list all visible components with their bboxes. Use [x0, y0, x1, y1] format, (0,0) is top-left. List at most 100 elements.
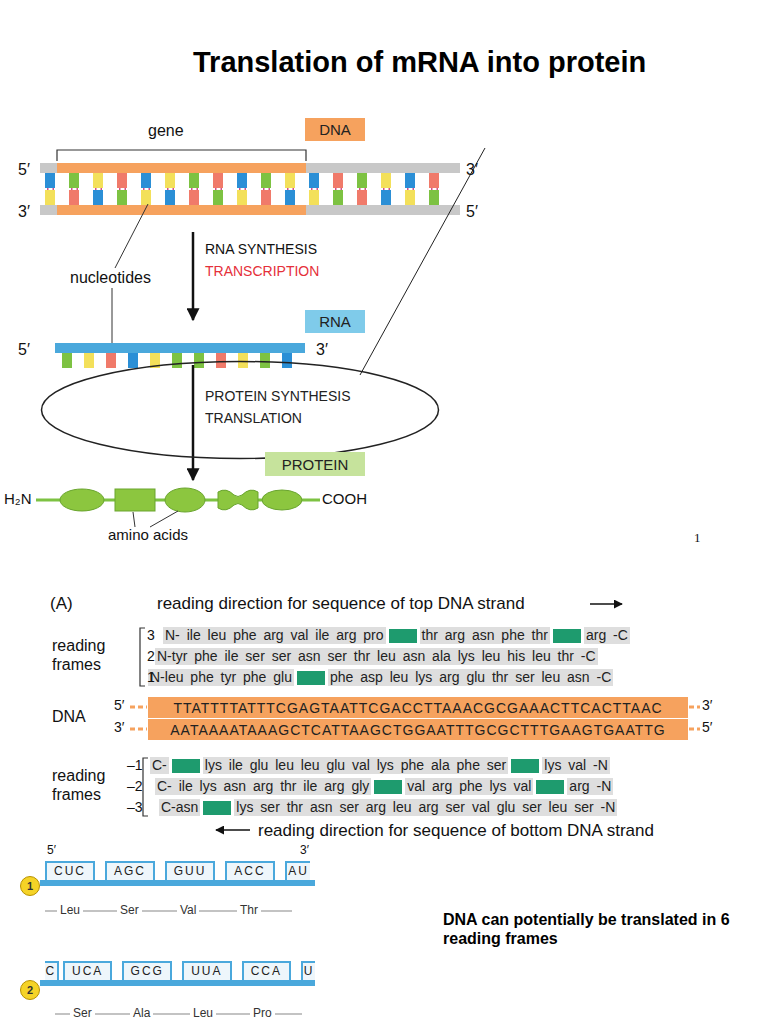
text-label: 5′ [114, 697, 124, 714]
amino-acid-sequence: lys val -N [542, 757, 610, 774]
text-label: gene [148, 121, 184, 140]
dna-base-pairs [45, 173, 55, 188]
stop-codon-box [297, 671, 325, 685]
dna-backbone [57, 163, 306, 173]
text-label: RNA SYNTHESIS [205, 241, 317, 258]
rna-strand [282, 353, 292, 368]
gene-bracket [57, 150, 306, 161]
text-label: Ser [70, 1006, 95, 1020]
codon-text: AU [285, 861, 310, 880]
protein-chain [60, 489, 104, 511]
text-label: 3′ [114, 719, 124, 736]
amino-acid-sequence: N- ile leu phe arg val ile arg pro [163, 627, 386, 644]
mrna-strand: CUCAGCGUUACCAU [40, 961, 315, 986]
amino-acid-sequence: val arg phe lys val [405, 778, 533, 795]
text-label: nucleotides [70, 268, 151, 287]
dna-band-extension [130, 706, 147, 709]
rna-strand [238, 353, 248, 368]
transcription-arrow [192, 232, 195, 320]
dna-base-pairs [117, 190, 127, 205]
rna-strand [194, 353, 204, 368]
dna-band-extension [130, 728, 147, 731]
dna-base-pairs [285, 190, 295, 205]
codon-text: AGC [105, 861, 155, 880]
dna-base-pairs [69, 173, 79, 188]
codon-text: GUU [165, 861, 215, 880]
text-label: H₂N [4, 490, 32, 508]
reading-frame-row: C-lys ile glu leu leu glu val lys phe al… [150, 757, 610, 774]
page-title: Translation of mRNA into protein [193, 46, 646, 79]
text-label: reading frames [52, 636, 114, 674]
dna-base-pairs [141, 173, 151, 188]
text-label: reading frames [52, 766, 114, 804]
text-label: reading direction for sequence of top DN… [157, 594, 525, 614]
dna-base-pairs [405, 190, 415, 205]
dna-base-pairs [381, 173, 391, 188]
text-label: –2 [127, 778, 143, 795]
dna-base-pairs [309, 190, 319, 205]
dna-base-pairs [45, 173, 440, 205]
dna-base-pairs [189, 190, 199, 205]
text-label: 5′ [18, 340, 30, 359]
leader-line [150, 511, 178, 527]
amino-acid-sequence: phe asp leu lys arg glu thr ser leu asn … [328, 669, 613, 686]
dna-base-pairs [117, 173, 127, 188]
frame-bracket [140, 628, 145, 686]
text-label: 5′ [47, 843, 56, 857]
text-label: Ser [117, 903, 142, 917]
dna-base-pairs [47, 188, 440, 190]
amino-acid-sequence: arg -N [567, 778, 613, 795]
rna-strand [106, 353, 116, 368]
text-label: reading direction for sequence of bottom… [258, 821, 654, 841]
node-text: 1 [27, 880, 33, 892]
codon-text: CUC [45, 861, 95, 880]
dna-base-pairs [309, 173, 319, 188]
dna-base-pairs [429, 190, 439, 205]
protein-tag: PROTEIN [265, 452, 365, 476]
text-label: 5′ [466, 202, 478, 221]
text-label: 5′ [18, 160, 30, 179]
node-text: TRANSLATION [205, 410, 302, 426]
mrna-strand: CUCAGCGUUACCAU [40, 861, 315, 886]
codon-text: GCG [122, 961, 172, 980]
text-label: amino acids [108, 526, 188, 544]
rna-strand [216, 353, 226, 368]
dna-base-pairs [405, 173, 415, 188]
text-label: –1 [127, 757, 143, 774]
translation-arrow [192, 365, 195, 480]
node-text: AATAAAATAAAGCTCATTAAGCTGGAATTTGCGCTTTGAA… [170, 722, 666, 738]
protein-chain [36, 488, 320, 512]
rna-strand [62, 353, 72, 368]
text-label: 3′ [466, 160, 478, 179]
stop-codon-box [536, 780, 564, 794]
ellipse-outline [42, 362, 439, 459]
text-label: Thr [237, 903, 261, 917]
dna-base-pairs [237, 190, 247, 205]
node-text: PROTEIN [282, 456, 349, 473]
protein-chain [218, 490, 258, 510]
dna-band-extension [689, 706, 700, 709]
dna-base-pairs [261, 190, 271, 205]
text-label: Pro [250, 1006, 275, 1020]
amino-acid-sequence: N-tyr phe ile ser ser asn ser thr leu as… [155, 648, 598, 665]
reading-frame-row: N-tyr phe ile ser ser asn ser thr leu as… [155, 648, 598, 665]
dna-tag: DNA [305, 118, 365, 141]
dna-base-pairs [165, 190, 175, 205]
dna-backbone [57, 205, 306, 215]
protein-chain [115, 489, 155, 511]
rna-tag: RNA [305, 310, 365, 333]
dna-base-pairs [381, 190, 391, 205]
amino-acid-sequence: lys ser thr asn ser arg leu arg ser val … [234, 799, 617, 816]
leader-line [115, 204, 148, 268]
node-text: PROTEIN SYNTHESIS [205, 388, 350, 404]
dna-base-pairs [45, 190, 55, 205]
text-label: 3 [147, 627, 155, 644]
text-label: 1 [147, 669, 155, 686]
node-text: TTATTTTATTTCGAGTAATTCGACCTTAAACGCGAAACTT… [173, 700, 662, 716]
text-label: Ala [130, 1006, 153, 1020]
dna-band-extension [689, 728, 700, 731]
text-label: 3′ [702, 697, 712, 714]
reading-frame-row: N-leu phe tyr phe gluphe asp leu lys arg… [148, 669, 613, 686]
text-label: Leu [190, 1006, 216, 1020]
